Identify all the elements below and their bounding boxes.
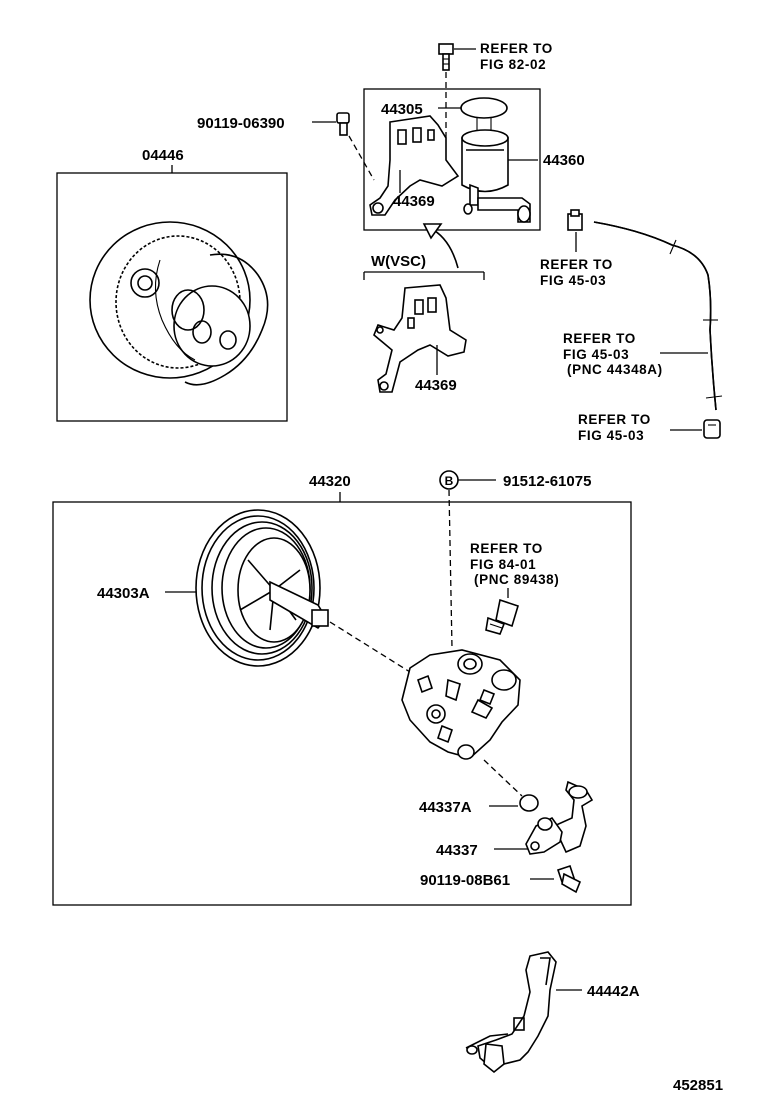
ref-fig82-line1: REFER TO	[480, 41, 553, 56]
reservoir-box	[363, 88, 541, 231]
ref-fig45b-line2: FIG 45-03	[563, 347, 629, 362]
ref-fig45a-line1: REFER TO	[540, 257, 613, 272]
gasket-kit-box	[56, 172, 288, 422]
bracket-icon	[369, 115, 460, 216]
ref-fig84-line3: (PNC 89438)	[474, 572, 559, 587]
part-label-44320: 44320	[309, 473, 351, 490]
ref-fig45b-line1: REFER TO	[563, 331, 636, 346]
pulley-icon	[195, 509, 329, 667]
bolt-top-icon	[438, 43, 454, 71]
reservoir-icon	[460, 97, 531, 223]
pressure-switch-icon	[485, 598, 519, 635]
small-bolt-icon	[336, 112, 350, 136]
ref-fig82-line2: FIG 82-02	[480, 57, 546, 72]
hose-clamp-bottom-icon	[703, 419, 721, 439]
pump-assembly-box	[52, 501, 632, 906]
part-label-44337: 44337	[436, 842, 478, 859]
union-bolt-icon	[556, 864, 582, 894]
part-label-90119-06390: 90119-06390	[197, 115, 285, 132]
return-hose-icon	[593, 221, 723, 411]
pump-bracket-icon	[465, 951, 557, 1074]
o-ring-icon	[519, 794, 539, 812]
ref-fig45a-line2: FIG 45-03	[540, 273, 606, 288]
circle-marker-letter: B	[445, 474, 454, 488]
ref-fig84-line1: REFER TO	[470, 541, 543, 556]
ref-fig45c-line2: FIG 45-03	[578, 428, 644, 443]
part-label-44337A: 44337A	[419, 799, 472, 816]
vsc-bracket-icon	[373, 284, 467, 393]
gasket-kit-icon	[89, 221, 269, 386]
part-label-91512-61075: 91512-61075	[503, 473, 591, 490]
part-label-44303A: 44303A	[97, 585, 150, 602]
part-label-44369-vsc: 44369	[415, 377, 457, 394]
part-label-90119-08B61: 90119-08B61	[420, 872, 510, 889]
union-fitting-icon	[525, 780, 594, 855]
vsc-arrowhead	[422, 223, 443, 240]
part-label-44305: 44305	[381, 101, 423, 118]
ref-fig84-line2: FIG 84-01	[470, 557, 536, 572]
part-label-44442A: 44442A	[587, 983, 640, 1000]
part-label-44360: 44360	[543, 152, 585, 169]
part-label-44369-top: 44369	[393, 193, 435, 210]
ref-fig45b-line3: (PNC 44348A)	[567, 362, 663, 377]
hose-clamp-top-icon	[567, 209, 583, 231]
ref-fig45c-line1: REFER TO	[578, 412, 651, 427]
figure-number: 452851	[673, 1077, 723, 1094]
part-label-04446: 04446	[142, 147, 184, 164]
pump-body-icon	[401, 649, 521, 760]
variant-label-vsc: W(VSC)	[371, 253, 426, 270]
